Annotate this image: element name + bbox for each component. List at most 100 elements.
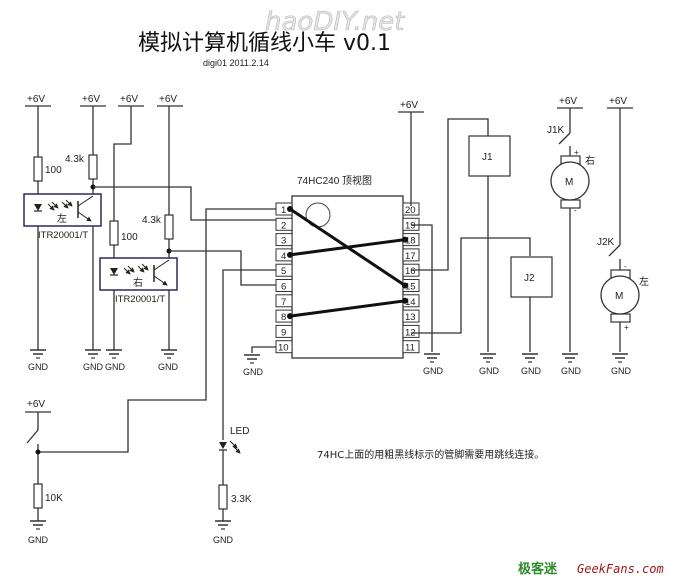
ic-pin-label: 14: [405, 297, 416, 308]
resistor-label: 3.3K: [231, 494, 252, 505]
ic-pin-label: 10: [278, 343, 289, 354]
ic-pin-label: 19: [405, 220, 416, 231]
gnd-label: GND: [243, 367, 264, 377]
sensor-left: 左: [23, 193, 102, 227]
status-led: [219, 440, 241, 454]
switch-j1k: [558, 132, 571, 145]
ic-pin-label: 16: [405, 266, 416, 277]
watermark: haoDIY.net: [265, 7, 405, 37]
supply-label: +6V: [27, 399, 45, 410]
ic-pin-7: [275, 294, 293, 308]
ic-pin-6: [275, 279, 293, 292]
ic-pin-label: 17: [405, 251, 416, 262]
relay-label: J2: [524, 273, 535, 284]
motor-left: M: [600, 269, 640, 323]
jumper-dot: [287, 313, 293, 320]
jumper-dot: [402, 236, 408, 243]
resistor-label: 10K: [45, 493, 63, 504]
ic-pin-label: 20: [405, 205, 416, 216]
polarity-label: +: [624, 323, 629, 332]
ic-pin-3: [275, 233, 293, 247]
ic-pin-9: [275, 324, 293, 338]
supply-label: +6V: [400, 100, 418, 111]
supply-rail-4: +6V: [157, 94, 183, 107]
supply-label: +6V: [27, 94, 45, 105]
sensor-side-label: 右: [133, 276, 143, 289]
gnd-label: GND: [105, 362, 126, 372]
ic-pin-2: [275, 217, 293, 231]
gnd-label: GND: [28, 362, 49, 372]
ic-pin-10: [275, 340, 293, 354]
relay-label: J1: [482, 152, 493, 163]
resistor-label: 100: [45, 165, 62, 176]
ic-pin-11: [402, 340, 420, 354]
ic-pin-label: 6: [281, 282, 286, 293]
jumper-dot: [402, 297, 408, 304]
resistor-10k: [33, 483, 43, 509]
ic-pin-label: 2: [281, 220, 286, 231]
resistor-label: 100: [121, 232, 138, 243]
supply-label: +6V: [82, 94, 100, 105]
resistor-label: 4.3k: [65, 154, 85, 165]
switch-label: J1K: [547, 125, 565, 136]
supply-rail-3: +6V: [118, 94, 144, 107]
polarity-label: -: [574, 206, 577, 215]
ic-pin-19: [402, 217, 420, 231]
sensor-right: 右: [99, 257, 178, 291]
jumper-wire-8-14: [289, 299, 406, 318]
gnd-label: GND: [158, 362, 179, 372]
jumper-dot: [287, 206, 293, 212]
supply-label: +6V: [559, 96, 577, 107]
gnd-label: GND: [611, 366, 632, 376]
ic-pin-label: 15: [405, 282, 416, 293]
resistor-100-left: [33, 156, 43, 182]
supply-rail-2: +6V: [80, 94, 106, 107]
ic-pin-label: 12: [405, 327, 416, 338]
ic-pin-label: 13: [405, 312, 416, 323]
ic-pin-label: 8: [281, 312, 286, 323]
ic-pin-label: 4: [281, 251, 286, 262]
jumper-note: 74HC上面的用粗黑线标示的管脚需要用跳线连接。: [317, 448, 544, 461]
subtitle: digi01 2011.2.14: [203, 58, 269, 68]
jumper-dot: [287, 251, 293, 258]
jumper-dot: [402, 282, 408, 289]
resistor-4.3k-left: [88, 154, 98, 180]
ic-pin-17: [402, 248, 420, 262]
gnd-label: GND: [423, 366, 444, 376]
sensor-part-label: ITR20001/T: [115, 294, 165, 305]
ic-pin-label: 1: [281, 205, 286, 216]
ic-label: 74HC240 顶视图: [297, 174, 372, 187]
page-title: 模拟计算机循线小车 v0.1: [138, 31, 391, 56]
gnd-label: GND: [83, 362, 104, 372]
gnd-label: GND: [521, 366, 542, 376]
sensor-side-label: 左: [57, 212, 67, 225]
supply-label: +6V: [159, 94, 177, 105]
ic-pin-12: [402, 324, 420, 338]
motor-side-label: 右: [585, 154, 595, 167]
supply-rail-1: +6V: [25, 94, 51, 107]
sensor-part-label: ITR20001/T: [38, 230, 88, 241]
gnd-label: GND: [28, 535, 49, 545]
ic-pin-5: [275, 263, 293, 277]
motor-right: M: [550, 155, 590, 209]
led-label: LED: [230, 426, 249, 437]
resistor-3.3k: [218, 484, 228, 510]
resistor-4.3k-right: [164, 214, 174, 240]
ic-pin-label: 9: [281, 327, 286, 338]
ic-jumpers: [287, 206, 408, 320]
brand-link[interactable]: GeekFans.com: [577, 562, 664, 576]
motor-side-label: 左: [639, 275, 649, 288]
ic-pin-label: 11: [405, 343, 415, 354]
switch-j2k: [608, 244, 621, 257]
motor-symbol: M: [565, 177, 573, 188]
resistor-label: 4.3k: [142, 215, 162, 226]
switch-label: J2K: [597, 237, 615, 248]
relay-j1: J1: [468, 135, 511, 177]
gnd-label: GND: [561, 366, 582, 376]
supply-label: +6V: [120, 94, 138, 105]
ic-pin-label: 3: [281, 236, 286, 247]
jumper-wire-4-18: [289, 238, 406, 257]
ic-pin-13: [402, 309, 420, 323]
